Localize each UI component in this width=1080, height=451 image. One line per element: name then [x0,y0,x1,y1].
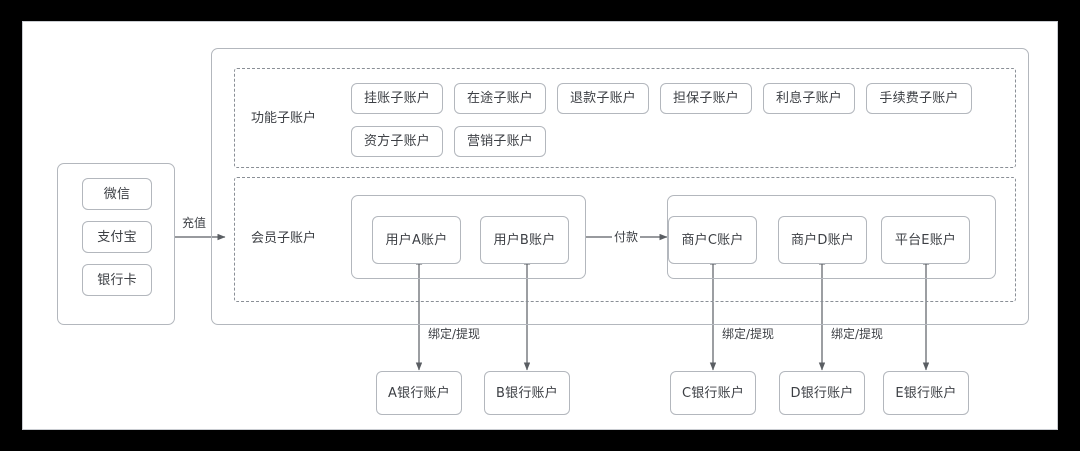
edge-label-payment: 付款 [612,230,641,244]
payment-channel-panel [57,163,175,325]
user-account-cluster [351,195,586,279]
merchant-account-d[interactable]: 商户D账户 [778,216,867,264]
function-subaccount-group [234,68,1016,168]
member-subaccount-group-label: 会员子账户 [251,231,317,246]
account-system-container [211,48,1029,325]
platform-account-e[interactable]: 平台E账户 [881,216,970,264]
edge-label-bind-withdraw-1: 绑定/提现 [426,327,483,341]
channel-item-alipay[interactable]: 支付宝 [82,221,152,253]
function-subaccount-guarantee[interactable]: 担保子账户 [660,83,752,114]
edge-label-recharge: 充值 [180,216,209,230]
function-subaccount-funder[interactable]: 资方子账户 [351,126,443,157]
diagram-canvas: 微信 支付宝 银行卡 充值 功能子账户 挂账子账户 在途子账户 退款子账户 担保… [22,21,1058,430]
bank-account-b[interactable]: B银行账户 [484,371,570,415]
channel-item-bankcard[interactable]: 银行卡 [82,264,152,296]
function-subaccount-intransit[interactable]: 在途子账户 [454,83,546,114]
function-subaccount-interest[interactable]: 利息子账户 [763,83,855,114]
bank-account-a[interactable]: A银行账户 [376,371,462,415]
function-subaccount-suspense[interactable]: 挂账子账户 [351,83,443,114]
user-account-a[interactable]: 用户A账户 [372,216,461,264]
function-subaccount-group-label: 功能子账户 [251,111,317,126]
function-subaccount-fee[interactable]: 手续费子账户 [866,83,972,114]
bank-account-c[interactable]: C银行账户 [670,371,756,415]
channel-item-wechat[interactable]: 微信 [82,178,152,210]
member-subaccount-group [234,177,1016,302]
merchant-account-c[interactable]: 商户C账户 [668,216,757,264]
merchant-account-cluster [667,195,996,279]
function-subaccount-refund[interactable]: 退款子账户 [557,83,649,114]
bank-account-e[interactable]: E银行账户 [883,371,969,415]
edge-label-bind-withdraw-2: 绑定/提现 [720,327,777,341]
function-subaccount-marketing[interactable]: 营销子账户 [454,126,546,157]
bank-account-d[interactable]: D银行账户 [779,371,865,415]
user-account-b[interactable]: 用户B账户 [480,216,569,264]
edge-label-bind-withdraw-3: 绑定/提现 [829,327,886,341]
